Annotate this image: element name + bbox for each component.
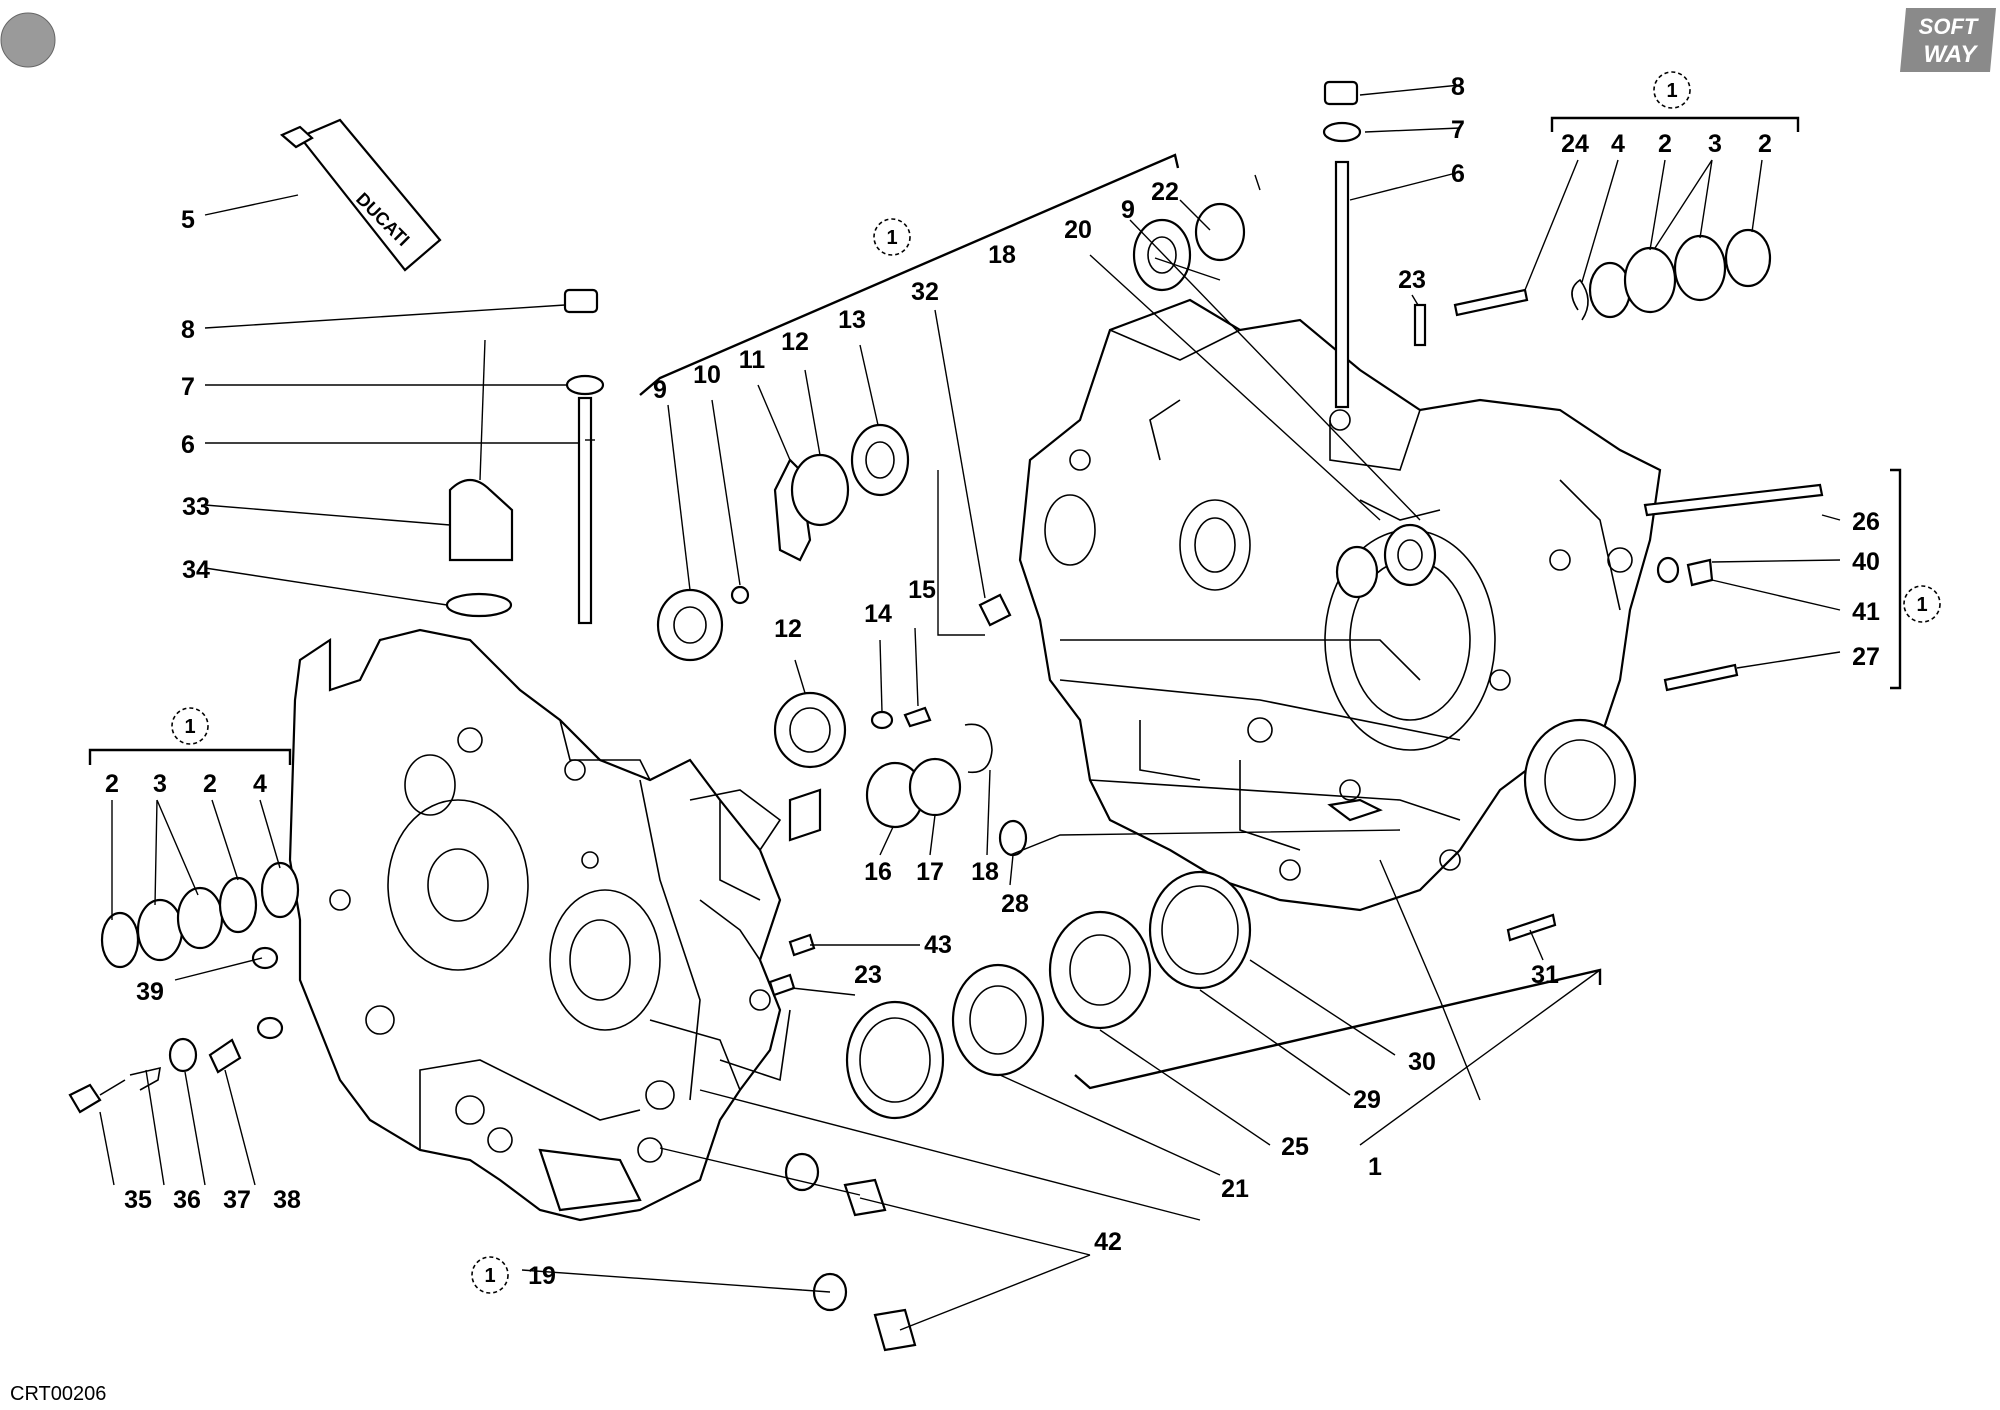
callout-11: 11	[739, 346, 766, 374]
callout-1: 1	[1368, 1153, 1382, 1181]
main-bearings	[845, 870, 1252, 1120]
callout-28: 28	[1001, 890, 1029, 918]
callout-19: 19	[528, 1262, 556, 1290]
callout-18: 18	[971, 858, 999, 886]
callout-39: 39	[136, 978, 164, 1006]
callout-42: 42	[1094, 1228, 1122, 1256]
ref-circle-top-right: 1	[1653, 71, 1691, 109]
softway-logo: SOFT WAY	[1900, 8, 1996, 72]
callout-35: 35	[124, 1186, 152, 1214]
callout-8: 8	[1451, 73, 1465, 101]
left-bearing-group	[100, 861, 300, 970]
ref-circle-left: 1	[171, 707, 209, 745]
callout-37: 37	[223, 1186, 251, 1214]
callout-20: 20	[1064, 216, 1092, 244]
callout-41: 41	[1852, 598, 1880, 626]
callout-22: 22	[1151, 178, 1179, 206]
callout-31: 31	[1531, 961, 1559, 989]
callout-25: 25	[1281, 1133, 1309, 1161]
callout-29: 29	[1353, 1086, 1381, 1114]
svg-text:1: 1	[484, 1265, 495, 1287]
callout-7: 7	[181, 373, 195, 401]
callout-21: 21	[1221, 1175, 1249, 1203]
corner-disc-icon	[0, 12, 56, 68]
leader-lines	[99, 84, 1841, 1331]
svg-text:1: 1	[184, 716, 195, 738]
ref-circle-middle: 1	[873, 218, 911, 256]
right-side-bolts	[1506, 483, 1824, 942]
callout-36: 36	[173, 1186, 201, 1214]
callout-2: 2	[1758, 130, 1772, 158]
callout-3: 3	[1708, 130, 1722, 158]
callout-labels: 5 8 7 6 33 34 2 3 2 4 39 35 36 37 38 9 1…	[105, 73, 1880, 1290]
group-brackets	[88, 116, 1902, 1146]
callout-23: 23	[1398, 266, 1426, 294]
callout-12: 12	[781, 328, 809, 356]
left-crankcase-half	[288, 628, 822, 1222]
callout-15: 15	[908, 576, 936, 604]
callout-18: 18	[988, 241, 1016, 269]
callout-2: 2	[203, 770, 217, 798]
callout-5: 5	[181, 206, 195, 234]
right-top-bearings	[1132, 202, 1772, 599]
callout-17: 17	[916, 858, 944, 886]
ref-circle-right: 1	[1903, 585, 1941, 623]
callout-16: 16	[864, 858, 892, 886]
callout-30: 30	[1408, 1048, 1436, 1076]
callout-3: 3	[153, 770, 167, 798]
right-stud-stack	[1322, 80, 1427, 409]
callout-9: 9	[653, 376, 667, 404]
callout-26: 26	[1852, 508, 1880, 536]
callout-43: 43	[924, 931, 952, 959]
callout-33: 33	[182, 493, 210, 521]
callout-2: 2	[1658, 130, 1672, 158]
drawing-code: CRT00206	[10, 1383, 106, 1405]
callout-40: 40	[1852, 548, 1880, 576]
callout-2: 2	[105, 770, 119, 798]
sealant-tube: DUCATI	[279, 118, 442, 272]
callout-8: 8	[181, 316, 195, 344]
svg-text:1: 1	[886, 227, 897, 249]
callout-6: 6	[1451, 160, 1465, 188]
callout-24: 24	[1561, 130, 1589, 158]
svg-text:1: 1	[1916, 594, 1927, 616]
callout-27: 27	[1852, 643, 1880, 671]
callout-6: 6	[181, 431, 195, 459]
callout-14: 14	[864, 600, 892, 628]
callout-13: 13	[838, 306, 866, 334]
callout-12: 12	[774, 615, 802, 643]
svg-text:1: 1	[1666, 80, 1677, 102]
left-stud-stack	[445, 288, 605, 625]
callout-32: 32	[911, 278, 939, 306]
oil-plugs	[784, 1152, 917, 1352]
callout-10: 10	[693, 361, 721, 389]
callout-34: 34	[182, 556, 210, 584]
callout-23: 23	[854, 961, 882, 989]
logo-line-1: SOFT	[1919, 14, 1979, 39]
callout-7: 7	[1451, 116, 1465, 144]
ref-circle-bottom: 1	[471, 1256, 509, 1294]
callout-4: 4	[1611, 130, 1625, 158]
right-crankcase-half	[1018, 298, 1662, 912]
logo-line-2: WAY	[1924, 41, 1979, 68]
callout-9: 9	[1121, 196, 1135, 224]
left-bolt-group	[68, 1016, 284, 1114]
callout-38: 38	[273, 1186, 301, 1214]
callout-4: 4	[253, 770, 267, 798]
